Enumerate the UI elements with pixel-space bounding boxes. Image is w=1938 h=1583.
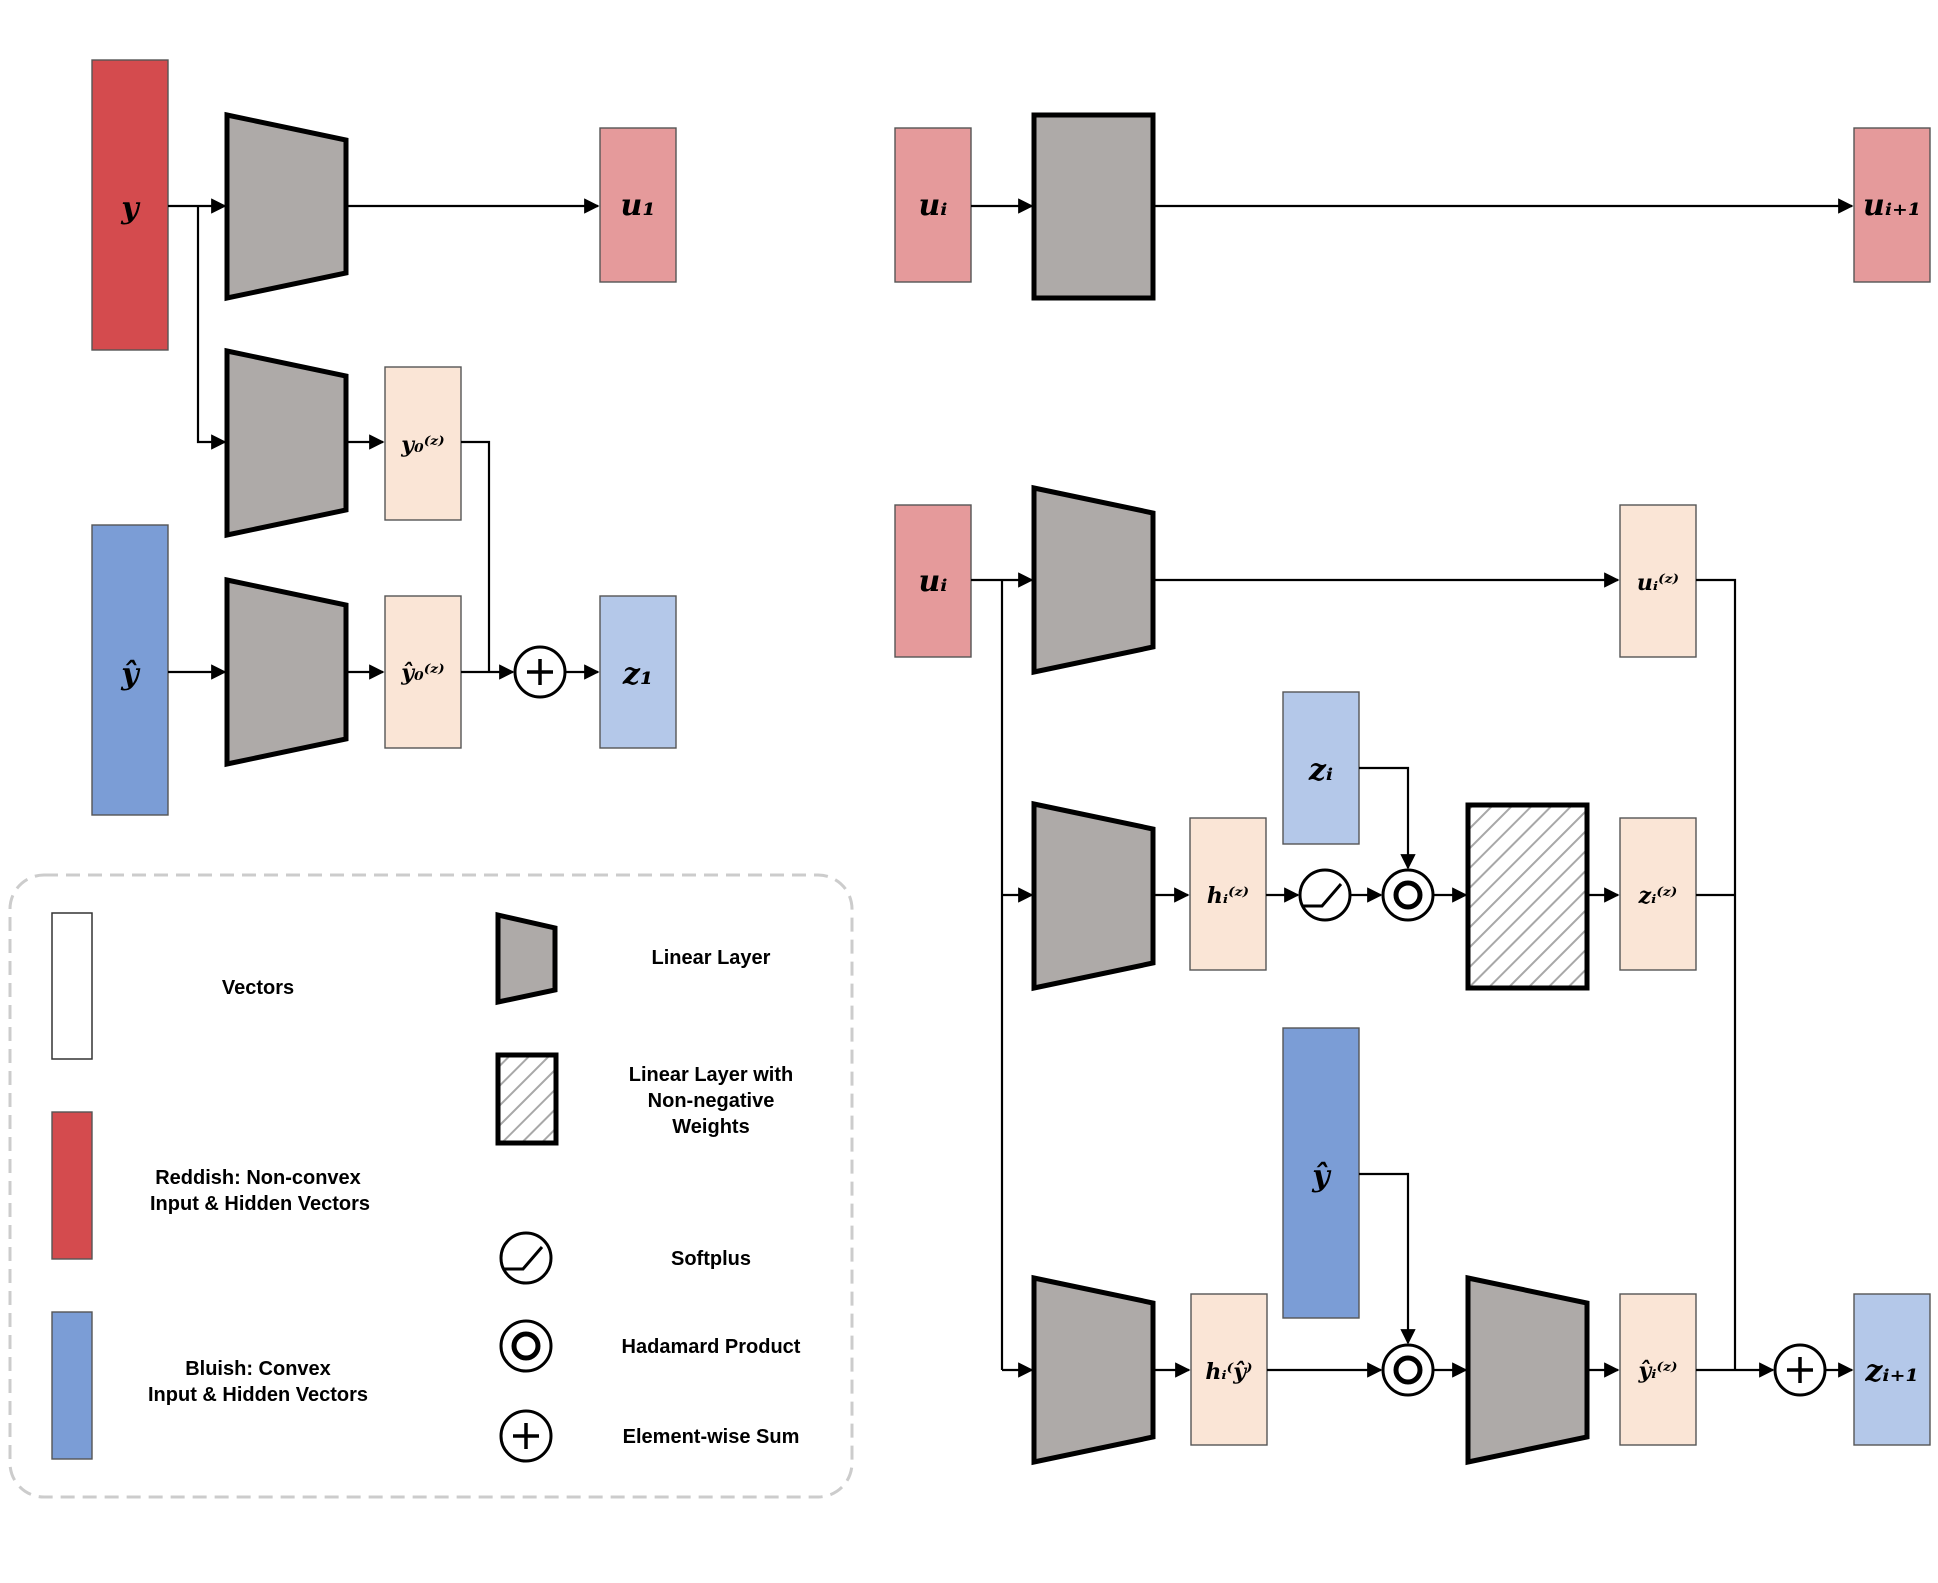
element-wise-sum-op [513,645,567,699]
vector-y-label: y [120,191,141,226]
legend-softplus-label: Softplus [671,1248,751,1270]
nonlinear-layer-u [1031,112,1156,301]
vector-yhatiz [1619,1293,1697,1446]
input-layer-arrows [168,198,600,680]
vector-ui-bottom [894,504,972,658]
legend-reddish-swatch [51,1111,93,1260]
linear-layer-yhatiz [1465,1274,1590,1466]
legend-bluish-swatch [51,1311,93,1460]
element-wise-sum-op-final [1773,1343,1827,1397]
vector-yhatiz-label: ŷᵢ⁽ᶻ⁾ [1637,1358,1677,1384]
linear-layer-uiz [1031,484,1156,676]
input-layer-block: y u₁ y₀⁽ᶻ⁾ ŷ ŷ₀⁽ᶻ⁾ z₁ [91,59,677,816]
legend-sum-icon [499,1409,553,1463]
vector-hiz-label: hᵢ⁽ᶻ⁾ [1207,883,1249,909]
legend-reddish-label-2: Input & Hidden Vectors [150,1193,370,1215]
vector-yhat-label: ŷ [120,657,141,692]
hadamard-op-yhat [1381,1343,1435,1397]
legend-bluish-label-1: Bluish: Convex [185,1358,331,1380]
linear-layer-hiz [1031,800,1156,992]
legend-nonnegative-layer-icon [495,1052,559,1146]
vector-yhat-right [1282,1027,1360,1319]
linear-layer-u1 [224,111,349,302]
vector-yhat0z-label: ŷ₀⁽ᶻ⁾ [400,660,444,686]
linear-layer-hiyhat [1031,1274,1156,1466]
legend-reddish-label-1: Reddish: Non-convex [155,1167,361,1189]
vector-ui-top-label: uᵢ [919,188,948,223]
vector-yhat [91,524,169,816]
vector-yhat0z [384,595,462,749]
vector-ui1-label: uᵢ₊₁ [1863,188,1921,223]
legend-bluish-label-2: Input & Hidden Vectors [148,1384,368,1406]
hadamard-op-z [1381,868,1435,922]
vector-hiyhat [1190,1293,1268,1446]
vector-u1 [599,127,677,283]
legend-vector-swatch [51,912,93,1060]
vector-y [91,59,169,351]
z-path-block: uᵢ uᵢ⁽ᶻ⁾ zᵢ hᵢ⁽ᶻ⁾ zᵢ⁽ᶻ⁾ ŷ [894,484,1931,1466]
legend-nonneg-label-3: Weights [672,1116,749,1138]
legend-hadamard-label: Hadamard Product [622,1336,801,1358]
vector-u1-label: u₁ [621,188,656,223]
vector-ui-top [894,127,972,283]
nonnegative-linear-layer [1465,802,1590,991]
vector-ui1 [1853,127,1931,283]
vector-zi-label: zᵢ [1308,753,1333,788]
vector-y0z-label: y₀⁽ᶻ⁾ [400,432,444,458]
u-path-block: uᵢ uᵢ₊₁ [894,112,1931,301]
linear-layer-yhat0z [224,576,349,768]
vector-y0z [384,366,462,521]
vector-yhat-right-label: ŷ [1311,1159,1332,1194]
legend-nonneg-label-2: Non-negative [648,1090,775,1112]
legend: Vectors Reddish: Non-convex Input & Hidd… [8,873,854,1499]
legend-linear-layer-label: Linear Layer [652,947,771,969]
linear-layer-y0z [224,347,349,539]
legend-linear-layer-icon [495,911,558,1006]
legend-softplus-icon [499,1231,553,1285]
vector-z1-label: z₁ [622,657,653,692]
vector-z1 [599,595,677,749]
vector-ziz-label: zᵢ⁽ᶻ⁾ [1638,883,1678,909]
legend-vectors-label: Vectors [222,977,294,999]
legend-box [8,873,854,1499]
vector-zi1-label: zᵢ₊₁ [1864,1354,1918,1389]
vector-uiz-label: uᵢ⁽ᶻ⁾ [1637,570,1679,596]
vector-ui-bottom-label: uᵢ [919,564,948,599]
vector-zi1 [1853,1293,1931,1446]
z-path-arrows [971,572,1854,1378]
vector-uiz [1619,504,1697,658]
legend-nonneg-label-1: Linear Layer with [629,1064,794,1086]
softplus-op [1298,868,1352,922]
vector-zi [1282,691,1360,845]
vector-hiyhat-label: hᵢ⁽ŷ⁾ [1205,1359,1252,1385]
legend-sum-label: Element-wise Sum [623,1426,800,1448]
vector-hiz [1189,817,1267,971]
legend-hadamard-icon [499,1319,553,1373]
